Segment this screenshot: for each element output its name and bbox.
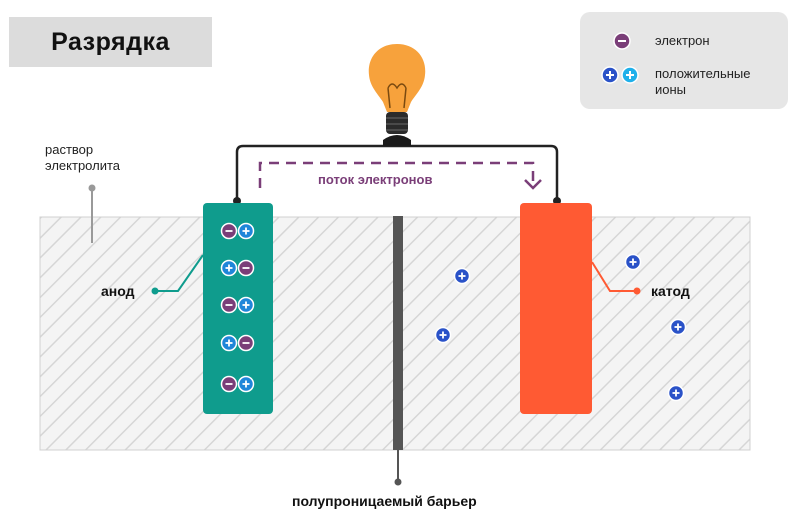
anode-electrode — [203, 203, 273, 414]
positive-ion — [667, 384, 685, 402]
barrier-pointer-dot — [394, 478, 402, 486]
electrolyte-label: раствор электролита — [45, 142, 121, 173]
light-bulb-icon — [368, 44, 426, 146]
electron-flow-label: поток электронов — [318, 172, 433, 187]
positive-ion — [624, 253, 642, 271]
positive-ion — [237, 375, 255, 393]
positive-ion — [669, 318, 687, 336]
legend-ions-label: положительные ионы — [655, 66, 751, 97]
anode-pointer-dot — [151, 287, 159, 295]
positive-ion — [434, 326, 452, 344]
electron — [237, 334, 255, 352]
electron-flow-arrowhead — [524, 179, 542, 190]
positive-ion-icon — [601, 66, 639, 84]
cathode-electrode — [520, 203, 592, 414]
electron — [220, 296, 238, 314]
barrier-label: полупроницаемый барьер — [292, 493, 477, 509]
positive-ion — [220, 259, 238, 277]
anode-pointer — [155, 254, 204, 292]
electron — [220, 375, 238, 393]
electron — [237, 259, 255, 277]
electron-icon — [613, 32, 631, 50]
legend-electron-label: электрон — [655, 33, 710, 48]
positive-ion — [237, 296, 255, 314]
title-box: Разрядка — [9, 17, 212, 67]
cathode-label: катод — [651, 283, 690, 299]
page-title: Разрядка — [51, 27, 170, 56]
legend-icons — [601, 32, 639, 84]
electron-flow-arrow — [258, 161, 535, 188]
electrolyte-pointer-dot — [88, 184, 96, 192]
legend: электрон положительные ионы — [580, 12, 788, 109]
semipermeable-barrier — [393, 216, 403, 450]
positive-ion — [453, 267, 471, 285]
cathode-pointer — [591, 261, 637, 292]
positive-ion — [237, 222, 255, 240]
electron — [220, 222, 238, 240]
positive-ion — [220, 334, 238, 352]
anode-label: анод — [101, 283, 135, 299]
cathode-pointer-dot — [633, 287, 641, 295]
particles-layer — [220, 222, 687, 402]
